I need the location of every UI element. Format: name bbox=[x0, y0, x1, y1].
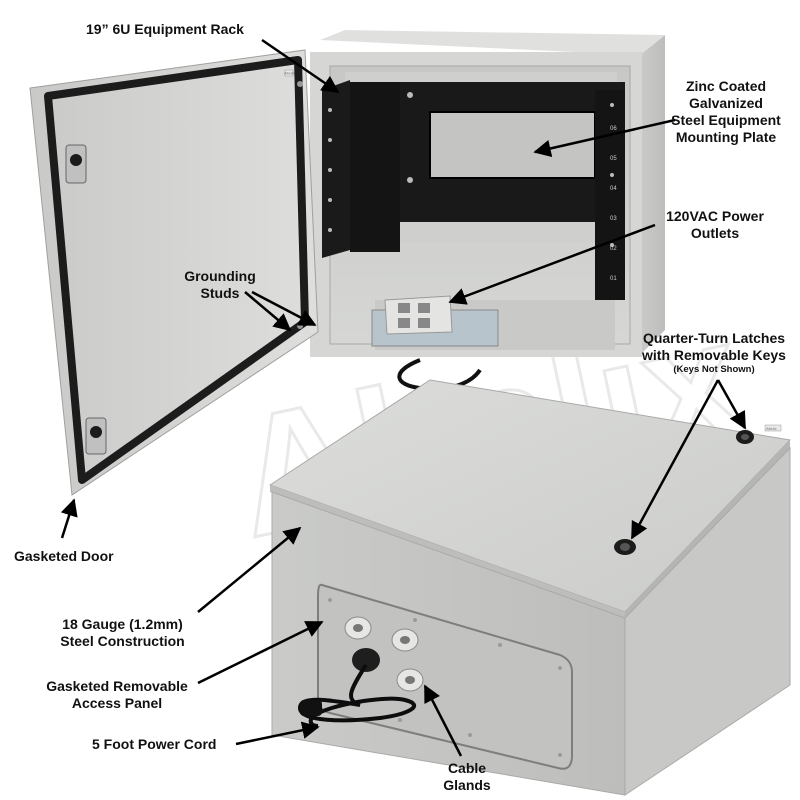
rack-unit-01: 01 bbox=[610, 276, 617, 282]
label-glands-line2: Glands bbox=[443, 777, 491, 793]
label-panel-line2: Access Panel bbox=[71, 695, 163, 711]
label-plate-line4: Mounting Plate bbox=[675, 129, 777, 145]
label-outlets: 120VAC Power Outlets bbox=[640, 208, 790, 242]
label-rack-text: 19” 6U Equipment Rack bbox=[86, 21, 244, 37]
label-cord-text: 5 Foot Power Cord bbox=[92, 736, 217, 752]
equipment-rack: 06 05 04 03 02 01 bbox=[322, 80, 625, 300]
label-plate-line3: Steel Equipment bbox=[671, 112, 781, 128]
arrow-outlets bbox=[448, 223, 656, 305]
rack-unit-02: 02 bbox=[610, 246, 617, 252]
label-plate-line2: Galvanized bbox=[689, 95, 763, 111]
label-glands-line1: Cable bbox=[447, 760, 487, 776]
label-rack: 19” 6U Equipment Rack bbox=[86, 21, 244, 38]
rack-unit-05: 05 bbox=[610, 156, 617, 162]
label-glands: Cable Glands bbox=[436, 760, 498, 794]
label-door: Gasketed Door bbox=[14, 548, 114, 565]
label-outlets-line2: Outlets bbox=[690, 225, 740, 241]
door-latch-bottom bbox=[85, 417, 107, 455]
arrow-glands bbox=[423, 684, 463, 757]
label-latches-line2: with Removable Keys bbox=[642, 347, 786, 363]
lid-latch-rear bbox=[736, 430, 754, 444]
access-panel bbox=[317, 583, 573, 770]
label-panel-line1: Gasketed Removable bbox=[46, 678, 188, 694]
rack-unit-06: 06 bbox=[610, 126, 617, 132]
door-badge: Altelix bbox=[284, 71, 295, 76]
cable-glands bbox=[344, 616, 424, 692]
arrow-grounding-left bbox=[244, 291, 292, 332]
label-latches-note: (Keys Not Shown) bbox=[673, 364, 755, 375]
arrow-latch-front bbox=[630, 379, 720, 540]
arrow-panel bbox=[197, 620, 324, 685]
power-outlets bbox=[371, 295, 615, 350]
label-gauge: 18 Gauge (1.2mm) Steel Construction bbox=[50, 616, 195, 650]
arrow-rack bbox=[261, 38, 340, 94]
label-plate-line1: Zinc Coated bbox=[685, 78, 767, 94]
label-latches: Quarter-Turn Latches with Removable Keys… bbox=[630, 330, 798, 376]
closed-enclosure: Altelix bbox=[268, 379, 792, 796]
label-cord: 5 Foot Power Cord bbox=[92, 736, 216, 753]
arrow-latch-rear bbox=[716, 379, 747, 430]
rack-unit-04: 04 bbox=[610, 186, 617, 192]
label-gauge-line2: Steel Construction bbox=[60, 633, 185, 649]
label-panel: Gasketed Removable Access Panel bbox=[38, 678, 196, 712]
callout-arrows bbox=[60, 38, 747, 757]
label-gauge-line1: 18 Gauge (1.2mm) bbox=[62, 616, 183, 632]
lid-latch-front bbox=[614, 539, 636, 555]
arrow-door bbox=[60, 498, 78, 539]
label-grounding-line2: Studs bbox=[200, 285, 240, 301]
arrow-cord bbox=[235, 721, 320, 746]
lid-badge: Altelix bbox=[766, 426, 777, 431]
label-door-text: Gasketed Door bbox=[14, 548, 114, 564]
label-grounding: Grounding Studs bbox=[174, 268, 266, 302]
arrow-plate bbox=[533, 118, 676, 158]
label-outlets-line1: 120VAC Power bbox=[666, 208, 764, 224]
label-plate: Zinc Coated Galvanized Steel Equipment M… bbox=[660, 78, 792, 146]
arrow-grounding-right bbox=[251, 290, 317, 327]
rack-unit-03: 03 bbox=[610, 216, 617, 222]
door-latch-top bbox=[65, 144, 87, 184]
open-enclosure: 06 05 04 03 02 01 bbox=[29, 30, 665, 496]
arrow-gauge bbox=[197, 526, 302, 613]
label-latches-line1: Quarter-Turn Latches bbox=[642, 330, 786, 346]
label-grounding-line1: Grounding bbox=[184, 268, 256, 284]
